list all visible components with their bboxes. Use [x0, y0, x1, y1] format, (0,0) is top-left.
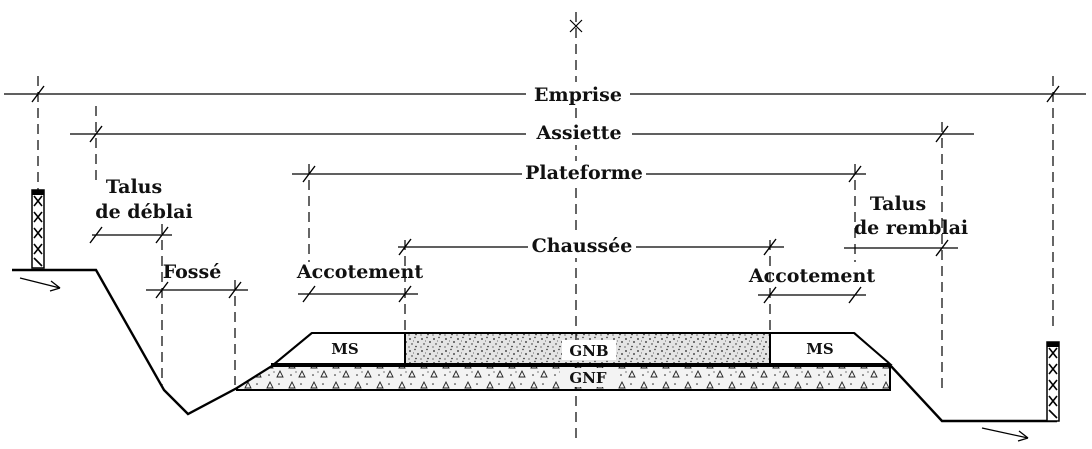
chaussee-label-bg [528, 234, 636, 258]
boundary-marker-right [1046, 341, 1060, 422]
talus-deblai-label-line2: de déblai [95, 201, 192, 223]
accotement-right-label: Accotement [748, 265, 875, 287]
boundary-marker-left [31, 189, 45, 269]
plateforme-label-bg [522, 161, 646, 185]
chaussee-label: Chaussée [532, 235, 633, 257]
gnb-label-bg [562, 340, 616, 360]
talus-remblai-ticks [935, 239, 949, 257]
gnb-label: GNB [569, 342, 608, 360]
gnf-label-bg [560, 368, 616, 387]
chaussee-ticks [398, 238, 777, 256]
assiette-label-bg [526, 121, 632, 145]
talus-deblai-label-line1: Talus [106, 176, 162, 198]
emprise-label: Emprise [534, 84, 622, 106]
plateforme-ticks [302, 165, 862, 183]
centerline-tick [569, 19, 583, 33]
flow-arrow-left [19, 277, 61, 292]
accotement-right-ticks [763, 286, 862, 304]
ms-left-label: MS [331, 340, 358, 358]
accotement-left-ticks [302, 285, 412, 303]
fosse-ticks [155, 281, 242, 299]
talus-deblai-ticks [89, 226, 169, 244]
plateforme-label: Plateforme [525, 162, 643, 184]
emprise-label-bg [526, 82, 630, 106]
talus-remblai-label-line2: de remblai [854, 217, 968, 239]
flow-arrow-right [981, 427, 1029, 442]
ms-right-label: MS [806, 340, 833, 358]
ms-right-layer [769, 332, 893, 365]
assiette-ticks [89, 125, 949, 143]
assiette-label: Assiette [535, 122, 621, 144]
gnf-label: GNF [569, 369, 607, 387]
fosse-label: Fossé [163, 261, 222, 283]
talus-remblai-label-line1: Talus [870, 193, 926, 215]
accotement-left-label: Accotement [296, 261, 423, 283]
emprise-ticks [31, 85, 1060, 103]
